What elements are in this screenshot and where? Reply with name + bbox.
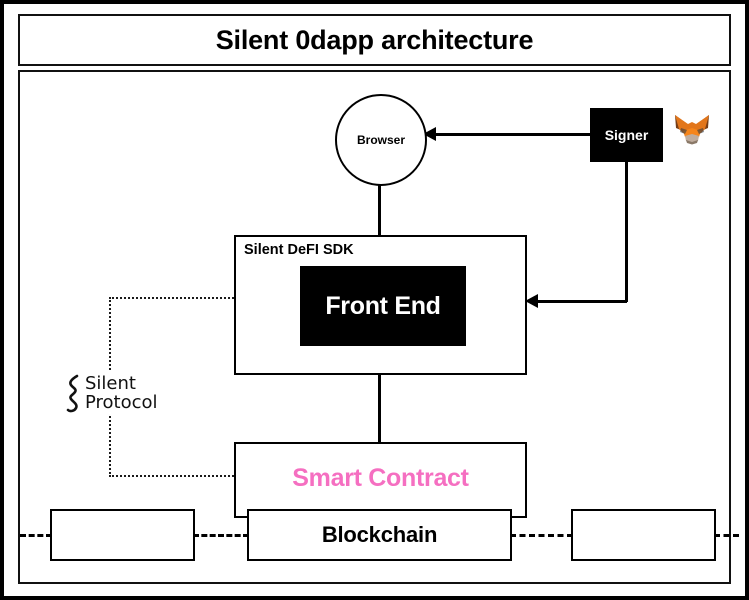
lightning-zigzag-icon xyxy=(66,374,79,413)
node-smart-contract-label: Smart Contract xyxy=(292,464,469,492)
connector-sdk-to-smart-contract xyxy=(378,373,381,445)
logo-line-1: Silent xyxy=(85,373,136,394)
page-title: Silent 0dapp architecture xyxy=(215,24,534,55)
node-peer-right[interactable] xyxy=(571,509,716,561)
node-smart-contract[interactable]: Smart Contract xyxy=(234,442,527,518)
connector-signer-to-frontend-horizontal xyxy=(536,300,627,303)
node-signer[interactable]: Signer xyxy=(590,108,663,162)
connector-signer-down xyxy=(625,162,628,302)
diagram-title-bar: Silent 0dapp architecture xyxy=(18,14,731,66)
connector-peer-left-to-blockchain xyxy=(193,534,249,537)
connector-peer-far-right xyxy=(714,534,739,537)
node-browser-label: Browser xyxy=(356,133,406,147)
connector-signer-to-browser xyxy=(436,133,591,136)
node-blockchain[interactable]: Blockchain xyxy=(247,509,512,561)
node-peer-left[interactable] xyxy=(50,509,195,561)
node-signer-label: Signer xyxy=(604,127,649,143)
metamask-fox-icon xyxy=(672,109,712,147)
connector-peer-far-left xyxy=(20,534,52,537)
node-blockchain-label: Blockchain xyxy=(321,522,438,547)
connector-protocol-bottom xyxy=(109,475,237,477)
node-front-end[interactable]: Front End xyxy=(300,266,466,346)
logo-line-2: Protocol xyxy=(85,392,158,413)
node-silent-defi-sdk[interactable]: Silent DeFI SDK Front End xyxy=(234,235,527,375)
node-browser[interactable]: Browser xyxy=(335,94,427,186)
arrowhead-into-sdk xyxy=(525,294,538,308)
connector-blockchain-to-peer-right xyxy=(510,534,573,537)
node-front-end-label: Front End xyxy=(325,291,441,320)
connector-protocol-top xyxy=(109,297,237,299)
connector-browser-to-sdk xyxy=(378,180,381,237)
node-sdk-label: Silent DeFI SDK xyxy=(244,242,354,258)
